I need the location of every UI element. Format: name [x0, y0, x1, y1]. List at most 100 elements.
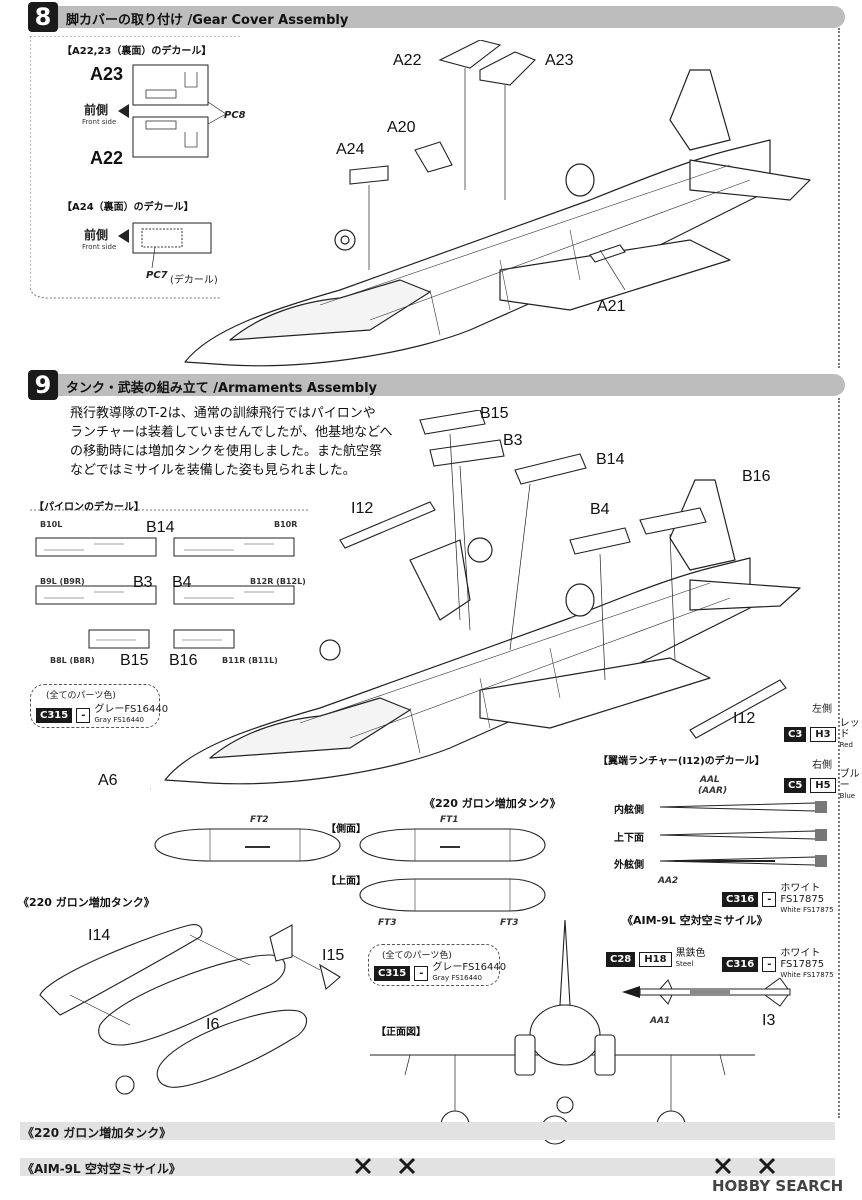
front-side-en: Front side — [82, 118, 117, 126]
part-i12-label: I12 — [351, 500, 374, 517]
pylon-decal-sheets — [35, 537, 295, 649]
launcher-decal-heading: 【翼端ランチャー(I12)のデカール】 — [598, 756, 765, 767]
topbottom-label: 上下面 — [614, 833, 644, 844]
color-name-jp: 黒鉄色 — [675, 948, 706, 959]
step9-intro-line-2: ランチャーは装着していませんでしたが、他基地などへ — [70, 425, 393, 440]
color-dash: - — [762, 892, 777, 907]
tank-exploded-drawing — [39, 924, 341, 1095]
pylon-b11r: B11R (B11L) — [222, 656, 278, 665]
hobby-search-watermark: HOBBY SEARCH — [712, 1177, 844, 1195]
pylon-b10r: B10R — [274, 520, 298, 529]
step8-header-bar — [30, 6, 845, 28]
part-i14-label: I14 — [88, 927, 111, 944]
pc8-label: PC8 — [224, 110, 246, 121]
color-name-jp: ホワイトFS17875 — [780, 948, 825, 970]
tank-title: 《220 ガロン増加タンク》 — [424, 797, 561, 810]
right-side-label: 右側 — [812, 760, 832, 771]
color-name-en: Blue — [839, 792, 856, 800]
part-i12b-label: I12 — [733, 710, 756, 727]
side-view-label: 【側面】 — [326, 824, 366, 835]
part-a6-label: A6 — [98, 772, 118, 789]
color-name-jp: ブルー — [839, 769, 860, 791]
color-name-jp: グレーFS16440 — [432, 962, 507, 973]
pylon-b14: B14 — [146, 519, 175, 536]
pylon-decal-heading: 【パイロンのデカール】 — [34, 502, 144, 513]
color-code: C316 — [722, 957, 759, 972]
a24-decal-sheet — [132, 222, 212, 269]
tank-title-2: 《220 ガロン増加タンク》 — [18, 896, 155, 909]
aar-label: (AAR) — [698, 786, 728, 796]
color-name-jp: グレーFS16440 — [94, 704, 169, 715]
part-i6-label: I6 — [206, 1016, 220, 1033]
step8-decal-inset-frame — [30, 36, 240, 299]
step8-title: 脚カバーの取り付け /Gear Cover Assembly — [66, 13, 349, 28]
pylon-b9l: B9L (B9R) — [40, 577, 85, 586]
pylon-b16: B16 — [169, 652, 198, 669]
color-code: C316 — [722, 892, 759, 907]
a23-a22-decal-sheets — [132, 64, 227, 158]
step9-intro-line-4: などではミサイルを装備した姿も見られました。 — [70, 463, 356, 478]
part-b4-label: B4 — [590, 501, 610, 518]
top-view-label: 【上面】 — [326, 876, 366, 887]
color-code-h: H3 — [810, 727, 836, 742]
color-name-jp: レッド — [839, 718, 860, 740]
decal-a24-heading: 【A24（裏面）のデカール】 — [62, 202, 194, 213]
color-name-en: White FS17875 — [780, 971, 834, 979]
front-view-label: 【正面図】 — [376, 1027, 426, 1038]
part-i3-label: I3 — [762, 1012, 776, 1029]
step9-aircraft-drawing — [150, 410, 801, 790]
ft3a-label: FT3 — [378, 918, 397, 928]
part-b14-label: B14 — [596, 451, 625, 468]
footer-tank-bar — [20, 1122, 835, 1140]
front-side-jp: 前側 — [84, 103, 109, 117]
step9-number: 9 — [28, 370, 58, 400]
ft1-label: FT1 — [440, 815, 459, 825]
part-b15-label: B15 — [480, 405, 509, 422]
color-name-jp: ホワイトFS17875 — [780, 883, 825, 905]
step8-number: 8 — [28, 2, 58, 32]
parts-color-box-2 — [368, 944, 500, 986]
pc7-note: (デカール) — [170, 275, 218, 286]
footer-tank-label: 《220 ガロン増加タンク》 — [22, 1126, 172, 1140]
step9-intro-line-1: 飛行教導隊のT-2は、通常の訓練飛行ではパイロンや — [70, 406, 376, 421]
all-parts-color: (全てのパーツ色) — [46, 691, 116, 701]
color-dash: - — [762, 957, 777, 972]
outboard-label: 外舷側 — [614, 860, 644, 871]
front-arrow-icon-2 — [118, 229, 129, 243]
color-code: C3 — [784, 727, 807, 742]
pylon-b12r: B12R (B12L) — [250, 577, 306, 586]
pylon-b3: B3 — [133, 574, 153, 591]
color-code: C28 — [606, 951, 636, 967]
aa2-label: AA2 — [658, 876, 679, 886]
color-name-en: Steel — [675, 960, 694, 968]
decal-a22-label: A22 — [90, 148, 124, 168]
decal-a23-label: A23 — [90, 64, 124, 84]
pc7-label: PC7 — [146, 270, 168, 281]
step9-title: タンク・武装の組み立て /Armaments Assembly — [66, 381, 378, 396]
footer-aim-bar — [20, 1158, 835, 1176]
front-arrow-icon — [118, 104, 129, 118]
part-a24-label: A24 — [336, 141, 365, 158]
parts-color-box — [30, 684, 160, 728]
inboard-label: 内舷側 — [614, 805, 644, 816]
decal-a22-a23-heading: 【A22,23（裏面）のデカール】 — [62, 46, 212, 57]
pylon-b15: B15 — [120, 652, 149, 669]
color-code-h: H5 — [810, 778, 836, 793]
launcher-rails — [659, 801, 827, 867]
color-code: C315 — [36, 707, 73, 723]
footer-aim-label: 《AIM-9L 空対空ミサイル》 — [22, 1162, 181, 1176]
color-name-en: Gray FS16440 — [94, 716, 144, 724]
part-a20-label: A20 — [387, 119, 416, 136]
footer-x-marks — [354, 1157, 776, 1175]
step9-intro-line-3: の移動時には増加タンクを使用しました。また航空祭 — [70, 444, 383, 459]
part-a22-label: A22 — [393, 52, 422, 69]
color-dash: - — [414, 965, 429, 981]
step9-side-rule — [838, 398, 840, 1118]
ft3b-label: FT3 — [500, 918, 519, 928]
color-name-en: Gray FS16440 — [432, 974, 482, 982]
